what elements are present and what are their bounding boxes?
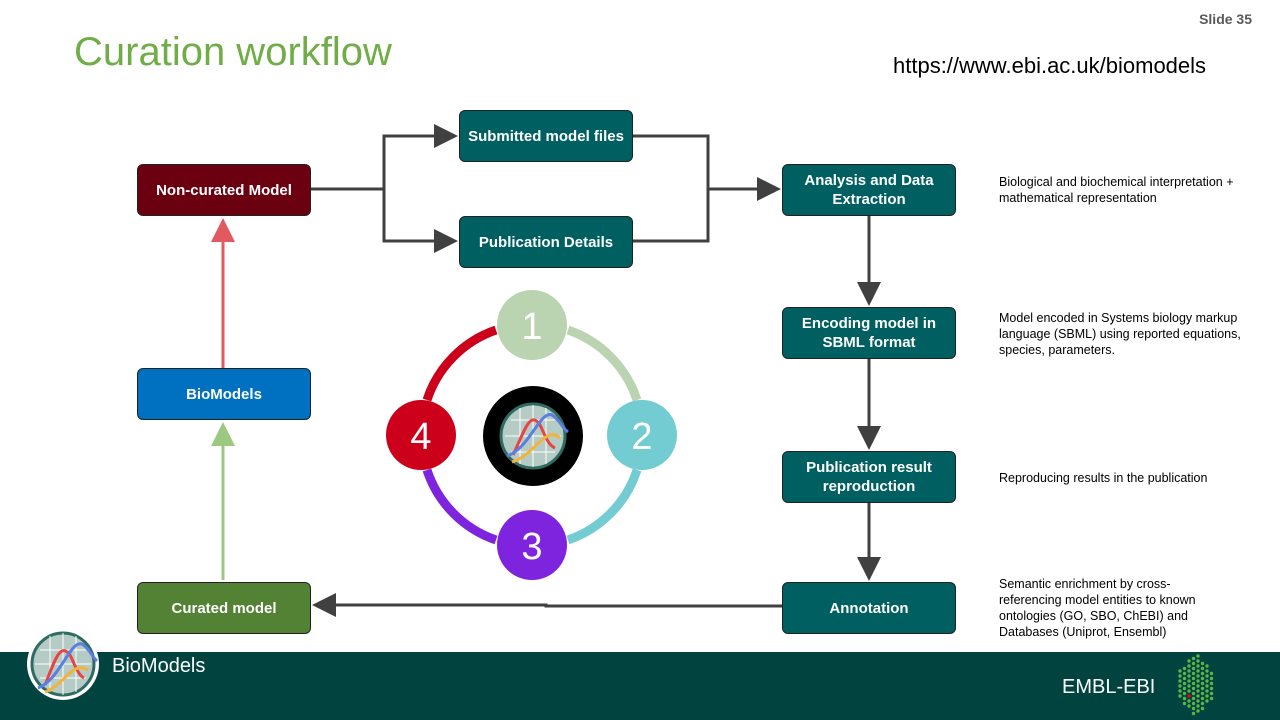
note-analysis: Biological and biochemical interpretatio… (999, 175, 1234, 205)
arrow-to-publication (382, 189, 458, 253)
footer-bar (0, 652, 1280, 720)
cycle-step-1 (497, 290, 567, 360)
cycle-step-3 (497, 510, 567, 580)
arrow-to-submitted (310, 124, 458, 191)
step-label: 1 (521, 306, 542, 348)
footer-brand: BioModels (112, 655, 206, 677)
arrow-to-curated (312, 593, 782, 617)
note-encoding: Model encoded in Systems biology markup … (999, 311, 1241, 357)
note-annotation: Semantic enrichment by cross-referencing… (999, 577, 1196, 639)
non-curated-model-box: Non-curated Model (137, 164, 311, 216)
step-label: 4 (410, 416, 431, 458)
reproduction-box: Publication result reproduction (782, 451, 956, 503)
publication-details-box: Publication Details (459, 216, 633, 268)
step-label: 3 (521, 526, 542, 568)
footer-org: EMBL-EBI (1062, 676, 1156, 698)
cycle-step-4 (386, 400, 456, 470)
page-title: Curation workflow (74, 30, 392, 74)
url-link[interactable]: https://www.ebi.ac.uk/biomodels (893, 53, 1207, 78)
slide-number: Slide 35 (1199, 11, 1252, 27)
annotation-box: Annotation (782, 582, 956, 634)
step-label: 2 (631, 416, 652, 458)
note-reproduction: Reproducing results in the publication (999, 471, 1208, 485)
encoding-box: Encoding model in SBML format (782, 307, 956, 359)
curated-model-box: Curated model (137, 582, 311, 634)
biomodels-logo-icon (483, 386, 583, 486)
analysis-box: Analysis and Data Extraction (782, 164, 956, 216)
cycle-diagram (422, 325, 642, 545)
cycle-step-2 (607, 400, 677, 470)
submitted-model-files-box: Submitted model files (459, 110, 633, 162)
arrow-to-analysis (633, 134, 775, 243)
biomodels-box: BioModels (137, 368, 311, 420)
